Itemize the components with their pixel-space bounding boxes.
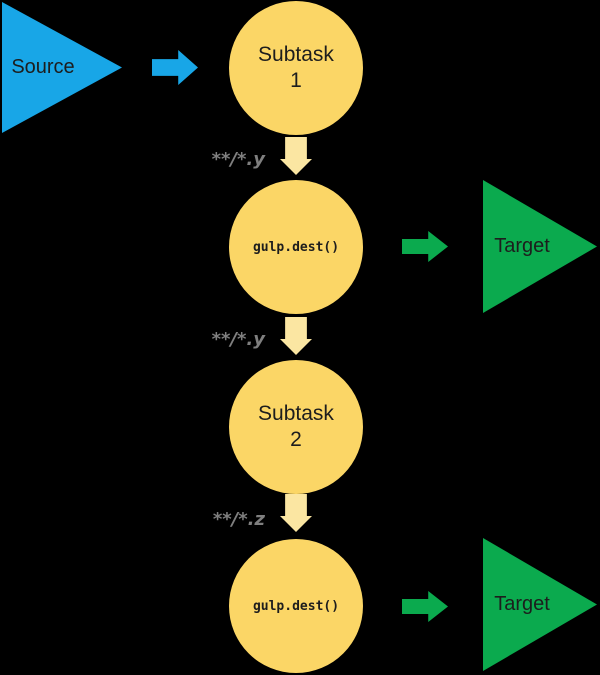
- edge-label-glob-y-1: **/*.y: [211, 149, 265, 170]
- arrow-down-icon: [280, 317, 312, 355]
- target-node-2: Target: [483, 538, 597, 671]
- gulp-dest-node-1: gulp.dest(): [229, 180, 363, 314]
- subtask2-node: Subtask 2: [229, 360, 363, 494]
- source-label: Source: [11, 56, 75, 78]
- subtask1-node: Subtask 1: [229, 1, 363, 135]
- subtask1-label-line2: 1: [290, 69, 302, 92]
- arrow-down-icon: [280, 137, 312, 175]
- subtask2-label-line1: Subtask: [258, 402, 334, 425]
- target-node-1: Target: [483, 180, 597, 313]
- subtask2-label: Subtask 2: [258, 401, 334, 453]
- subtask1-label-line1: Subtask: [258, 43, 334, 66]
- target-label-2: Target: [494, 593, 550, 615]
- gulp-dest-label-1: gulp.dest(): [252, 239, 340, 255]
- target-label-1: Target: [494, 235, 550, 257]
- edge-label-glob-z: **/*.z: [212, 509, 265, 530]
- gulp-dest-node-2: gulp.dest(): [229, 539, 363, 673]
- arrow-down-icon: [280, 494, 312, 532]
- edge-label-glob-y-2: **/*.y: [211, 329, 265, 350]
- subtask2-label-line2: 2: [290, 428, 302, 451]
- arrow-right-green-icon-2: [402, 591, 448, 622]
- subtask1-label: Subtask 1: [258, 42, 334, 94]
- source-node: Source: [2, 2, 122, 133]
- arrow-right-green-icon-1: [402, 231, 448, 262]
- arrow-right-blue-icon: [152, 50, 198, 85]
- gulp-dest-label-2: gulp.dest(): [252, 598, 340, 614]
